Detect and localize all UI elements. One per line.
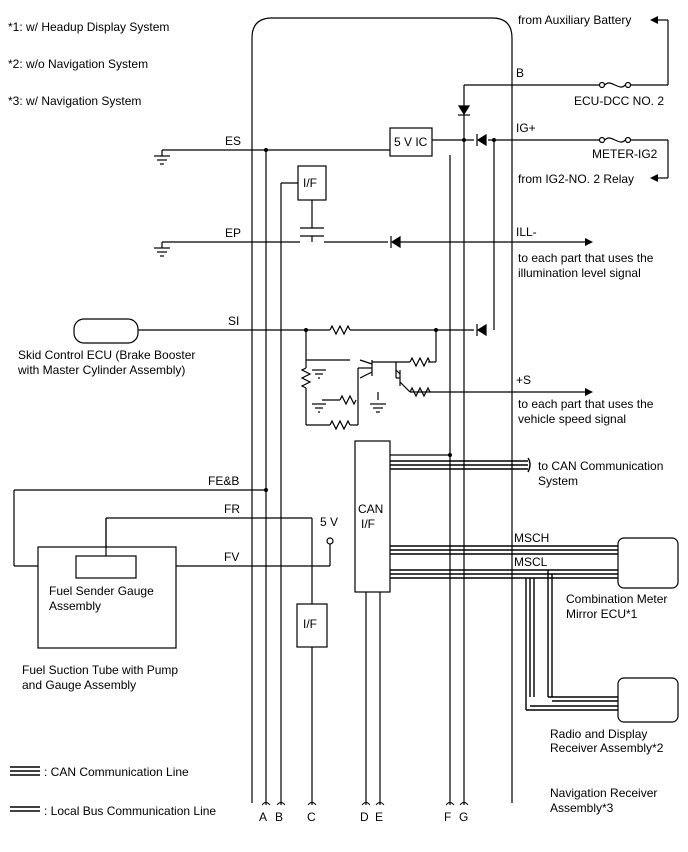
terminal-ends bbox=[261, 802, 469, 806]
terminal-d: D bbox=[360, 810, 369, 824]
label-5v: 5 V bbox=[320, 515, 338, 529]
terminal-g: G bbox=[459, 810, 468, 824]
label-skid-1: Skid Control ECU (Brake Booster bbox=[18, 348, 195, 362]
label-sender-2: Assembly bbox=[49, 599, 101, 613]
terminal-f: F bbox=[444, 810, 451, 824]
label-radio-1: Radio and Display bbox=[550, 727, 647, 741]
label-combo-2: Mirror ECU*1 bbox=[566, 607, 638, 621]
label-mscl: MSCL bbox=[514, 555, 548, 569]
label-feb: FE&B bbox=[208, 474, 239, 488]
fuel-suction-tube-box bbox=[37, 546, 177, 649]
label-skid-2: with Master Cylinder Assembly) bbox=[17, 363, 185, 377]
junctions bbox=[264, 138, 496, 492]
label-can-sys-1: to CAN Communication bbox=[538, 459, 663, 473]
label-ig-plus: IG+ bbox=[516, 121, 536, 135]
label-si: SI bbox=[228, 314, 239, 328]
label-fv: FV bbox=[224, 550, 239, 564]
combination-meter-ecu bbox=[617, 537, 679, 589]
label-suction-2: and Gauge Assembly bbox=[22, 678, 136, 692]
terminal-e: E bbox=[375, 810, 383, 824]
svg-text:CAN: CAN bbox=[358, 502, 383, 516]
label-ecu-dcc: ECU-DCC NO. 2 bbox=[574, 94, 664, 108]
label-can-sys-2: System bbox=[538, 474, 578, 488]
label-radio-2: Receiver Assembly*2 bbox=[550, 741, 664, 755]
svg-text:I/F: I/F bbox=[303, 617, 317, 631]
terminal-c: C bbox=[307, 810, 316, 824]
label-illum-1: to each part that uses the bbox=[518, 251, 654, 265]
label-msch: MSCH bbox=[514, 531, 549, 545]
five-v-ic: 5 V IC bbox=[389, 127, 433, 157]
arrows bbox=[585, 16, 658, 396]
note-3: *3: w/ Navigation System bbox=[8, 94, 141, 108]
label-fr: FR bbox=[224, 502, 240, 516]
label-ep: EP bbox=[225, 226, 241, 240]
label-nav-1: Navigation Receiver bbox=[550, 786, 657, 800]
radio-display-receiver bbox=[617, 677, 679, 723]
legend bbox=[10, 766, 40, 812]
label-sender-1: Fuel Sender Gauge bbox=[49, 584, 154, 598]
label-meter-ig2: METER-IG2 bbox=[592, 147, 658, 161]
label-combo-1: Combination Meter bbox=[566, 592, 667, 606]
label-b: B bbox=[516, 66, 524, 80]
combination-meter-outline bbox=[251, 17, 513, 803]
label-suction-1: Fuel Suction Tube with Pump bbox=[22, 663, 178, 677]
label-aux-battery: from Auxiliary Battery bbox=[518, 13, 631, 27]
wires bbox=[13, 19, 669, 805]
terminal-a: A bbox=[259, 810, 267, 824]
terminal-b: B bbox=[275, 810, 283, 824]
label-ig2-relay: from IG2-NO. 2 Relay bbox=[518, 172, 634, 186]
note-1: *1: w/ Headup Display System bbox=[8, 20, 169, 34]
label-speed-2: vehicle speed signal bbox=[518, 412, 626, 426]
if-block-bottom: I/F bbox=[296, 603, 328, 648]
svg-text:5 V IC: 5 V IC bbox=[394, 135, 428, 149]
skid-control-ecu bbox=[73, 318, 139, 344]
ground-symbols bbox=[154, 155, 386, 413]
fuel-sender-gauge bbox=[75, 555, 137, 579]
label-plus-s: +S bbox=[516, 373, 531, 387]
svg-text:I/F: I/F bbox=[303, 176, 317, 190]
legend-can-line: : CAN Communication Line bbox=[44, 765, 189, 779]
transistors bbox=[359, 359, 411, 393]
diodes bbox=[390, 105, 487, 337]
fuses bbox=[598, 81, 632, 144]
svg-text:I/F: I/F bbox=[361, 517, 375, 531]
five-v-terminal bbox=[326, 537, 334, 545]
label-speed-1: to each part that uses the bbox=[518, 397, 654, 411]
can-if-block: CAN I/F bbox=[354, 440, 391, 593]
label-nav-2: Assembly*3 bbox=[550, 801, 614, 815]
note-2: *2: w/o Navigation System bbox=[8, 57, 148, 71]
if-block-top: I/F bbox=[297, 165, 327, 242]
legend-local-bus: : Local Bus Communication Line bbox=[44, 804, 216, 818]
label-illum-2: illumination level signal bbox=[518, 266, 641, 280]
label-ill-minus: ILL- bbox=[516, 225, 537, 239]
can-lines bbox=[390, 457, 618, 711]
label-es: ES bbox=[225, 134, 241, 148]
resistors bbox=[300, 324, 431, 431]
